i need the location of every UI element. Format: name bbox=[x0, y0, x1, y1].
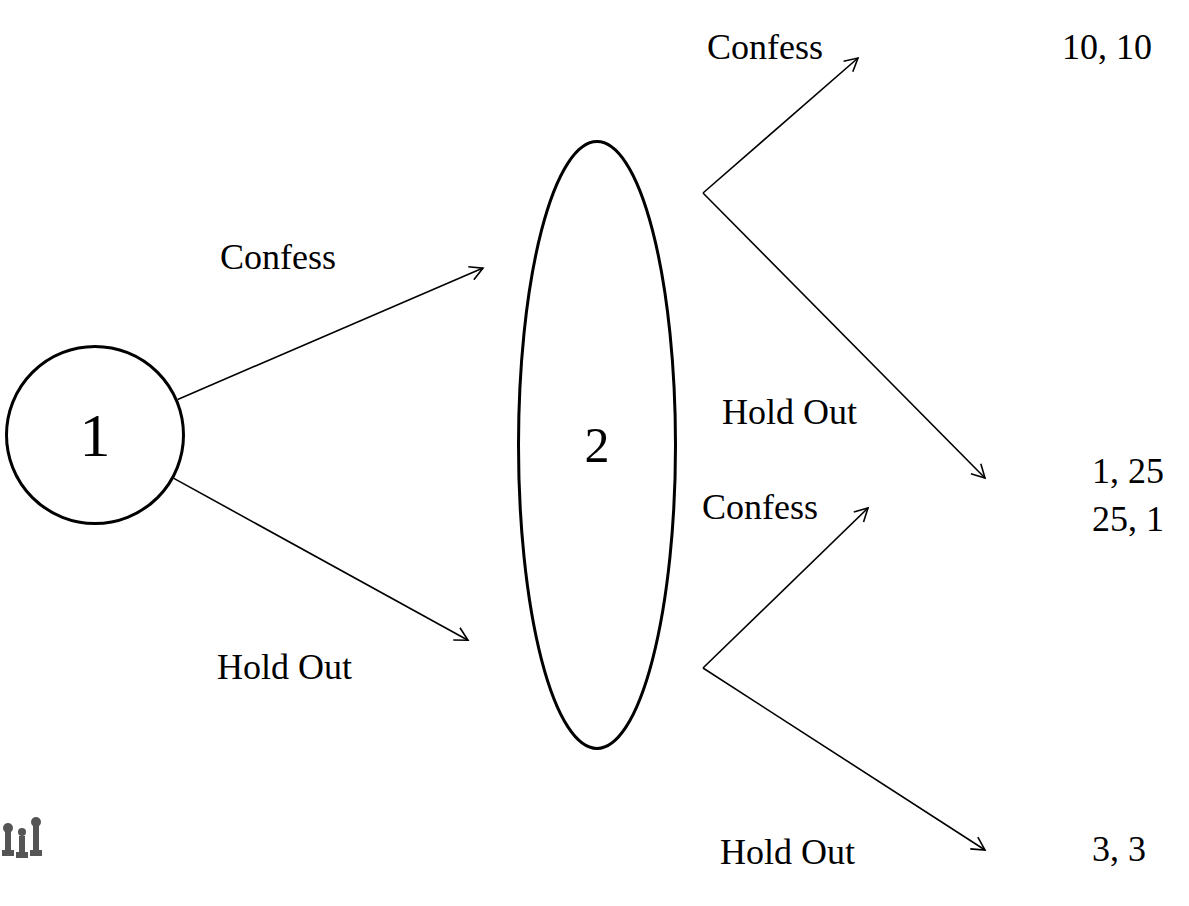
chess-piece bbox=[19, 836, 25, 852]
chess-piece bbox=[2, 850, 14, 856]
chess-piece bbox=[33, 826, 39, 850]
payoff-label: 25, 1 bbox=[1090, 500, 1166, 540]
information-set: 2 bbox=[517, 140, 677, 750]
chess-piece bbox=[18, 828, 26, 836]
player-node: 1 bbox=[5, 345, 185, 525]
action-label: Confess bbox=[218, 238, 338, 278]
player-number: 2 bbox=[585, 418, 610, 473]
chess-piece bbox=[16, 852, 28, 858]
branch-arrow bbox=[703, 508, 868, 668]
node-outline bbox=[519, 142, 676, 749]
action-label: Confess bbox=[705, 28, 825, 68]
node-outline bbox=[7, 347, 184, 524]
player-number: 1 bbox=[80, 401, 111, 469]
branch-arrow bbox=[703, 193, 985, 478]
chess-piece bbox=[3, 823, 13, 833]
move-arrow bbox=[174, 478, 468, 640]
chess-piece bbox=[30, 850, 42, 856]
action-label: Hold Out bbox=[720, 393, 859, 433]
chess-piece bbox=[31, 817, 41, 827]
chess-piece bbox=[5, 832, 11, 850]
payoff-label: 1, 25 bbox=[1090, 452, 1166, 492]
branch-arrow bbox=[703, 668, 985, 850]
payoff-label: 10, 10 bbox=[1060, 28, 1154, 68]
payoff-label: 3, 3 bbox=[1090, 830, 1148, 870]
move-arrow bbox=[178, 268, 483, 399]
payoff-arrows bbox=[703, 58, 985, 850]
action-label: Hold Out bbox=[718, 833, 857, 873]
branch-arrow bbox=[703, 58, 858, 193]
action-label: Hold Out bbox=[215, 648, 354, 688]
edge-group bbox=[174, 268, 483, 640]
chess-icon bbox=[2, 817, 42, 858]
action-label: Confess bbox=[700, 488, 820, 528]
